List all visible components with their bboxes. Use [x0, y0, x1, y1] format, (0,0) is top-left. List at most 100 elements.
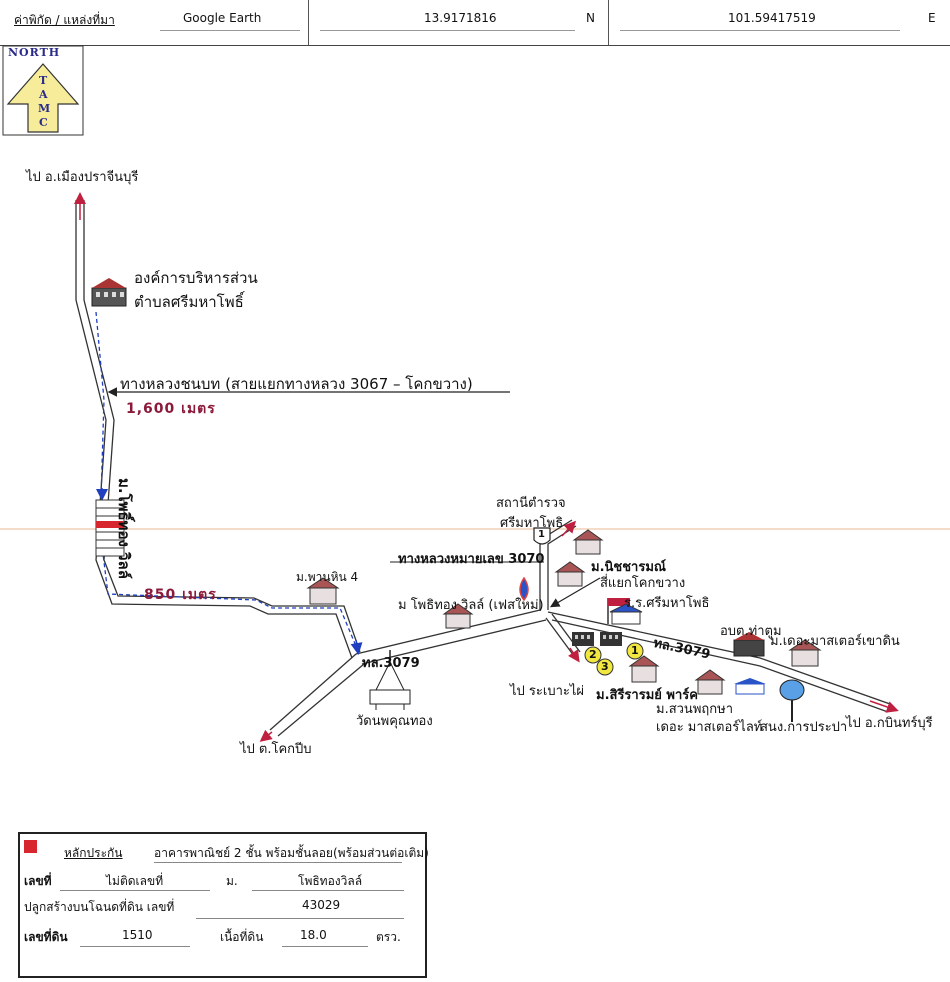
house-icon-photong: [442, 603, 474, 629]
label-photong-villa: ม โพธิทอง วิลล์ (เฟสใหม่): [398, 598, 544, 613]
legend-land-no-label: เลขที่ดิน: [24, 930, 68, 944]
collateral-marker: [96, 521, 124, 528]
label-dist-850: 850 เมตร: [144, 587, 217, 603]
arrow-to-khokpip: [259, 729, 273, 742]
legend-house-no-value: ไม่ติดเลขที่: [106, 874, 164, 888]
road-khokpip-b: [277, 663, 365, 737]
legend-collateral-desc: อาคารพาณิชย์ 2 ชั้น พร้อมชั้นลอย(พร้อมส่…: [154, 846, 429, 860]
header-cell-lon: 101.59417519 E: [608, 0, 949, 45]
obt-building-icon: [733, 632, 765, 657]
north-letter-a: A: [39, 88, 48, 101]
lon-dir: E: [928, 11, 936, 25]
route-arrow-end: [350, 639, 363, 655]
roads: [75, 200, 891, 737]
house-icon-suanphruksa: [694, 669, 726, 695]
north-arrow-shape: [6, 63, 80, 133]
label-village-vertical: ม.โพธิ์ทอง วิลล์: [115, 478, 133, 579]
circle-marker-3: [596, 658, 614, 676]
arrow-to-rabaophai: [568, 647, 580, 663]
house-icon-police-top: [572, 529, 604, 555]
north-letter-t: T: [39, 74, 48, 87]
legend-marker-swatch: [24, 840, 37, 853]
header-cell-lat: 13.9171816 N: [308, 0, 609, 45]
lat-value: 13.9171816: [424, 11, 497, 25]
garage-icon: [734, 678, 766, 695]
label-temple: วัดนพคุณทอง: [356, 714, 433, 729]
label-rural-road: ทางหลวงชนบท (สายแยกทางหลวง 3067 – โคกขวา…: [120, 375, 473, 393]
legend-land-no-value: 1510: [122, 928, 153, 942]
road-3079-upper: [355, 609, 541, 655]
legend-area-value: 18.0: [300, 928, 327, 942]
label-hw3070: ทางหลวงหมายเลข 3070: [398, 552, 545, 567]
shield-number: 1: [538, 529, 545, 540]
legend-desc-underline: [154, 862, 402, 863]
road-3079-lower: [361, 619, 547, 665]
north-label: NORTH: [8, 46, 61, 59]
legend-collateral-label: หลักประกัน: [64, 846, 123, 860]
lon-value: 101.59417519: [728, 11, 816, 25]
circle-marker-1: [626, 642, 644, 660]
label-sao-line2: ตำบลศรีมหาโพธิ์: [134, 293, 244, 311]
police-shield-icon: [533, 527, 551, 545]
north-letter-c: C: [39, 116, 48, 129]
label-to-kabinburi: ไป อ.กบินทร์บุรี: [846, 716, 933, 731]
legend-land-no-underline: [80, 946, 190, 947]
legend-area-underline: [282, 946, 368, 947]
label-pananhin: ม.พานหิน 4: [296, 570, 359, 584]
label-master-khaodin: ม.เดอะมาสเตอร์เขาดิน: [770, 634, 900, 649]
coord-label: ค่าพิกัด / แหล่งที่มา: [14, 13, 115, 27]
villa-block: [95, 499, 125, 557]
road-khokpip-a: [269, 653, 357, 731]
road-north-right: [83, 200, 361, 653]
sao-building-icon: [91, 278, 127, 307]
coord-source: Google Earth: [183, 11, 262, 25]
label-dist-1600: 1,600 เมตร: [126, 401, 216, 417]
house-icon-nitcharam: [554, 561, 586, 587]
legend-deed-label: ปลูกสร้างบนโฉนดที่ดิน เลขที่: [24, 900, 175, 914]
source-underline: [160, 30, 300, 31]
label-tl3079-left: ทล.3079: [362, 656, 420, 671]
legend-house-underline: [60, 890, 210, 891]
shophouse-icons: [572, 632, 622, 646]
label-to-khokpip: ไป ต.โคกปีบ: [240, 742, 312, 757]
label-to-rabaophai: ไป ระเบาะไผ่: [510, 684, 585, 699]
label-pwa: สนง.การประปา: [760, 720, 848, 735]
road-3079-east-a: [547, 611, 891, 705]
house-icon-master-khaodin: [788, 639, 822, 667]
lat-dir: N: [586, 11, 595, 25]
legend-moo-label: ม.: [226, 874, 238, 888]
label-school: ร.ร.ศรีมหาโพธิ: [624, 596, 710, 611]
water-tower-icon: [779, 679, 805, 722]
label-sao-line1: องค์การบริหารส่วน: [134, 269, 258, 287]
legend-box: หลักประกัน อาคารพาณิชย์ 2 ชั้น พร้อมชั้น…: [18, 832, 429, 978]
route-dashed: [95, 311, 357, 647]
legend-deed-value: 43029: [302, 898, 341, 912]
pointer-intersection: [549, 577, 601, 608]
temple-icon: [369, 650, 411, 710]
lat-underline: [320, 30, 575, 31]
circle-label-2: 2: [589, 648, 597, 661]
north-arrow: [2, 45, 84, 136]
arrow-to-police: [561, 520, 577, 537]
house-icon-pananhin: [306, 577, 340, 605]
lon-underline: [620, 30, 900, 31]
label-siriram: ม.สิรีรารมย์ พาร์ค: [596, 688, 698, 703]
label-to-prachinburi: ไป อ.เมืองปราจีนบุรี: [26, 170, 139, 185]
circle-marker-2: [584, 646, 602, 664]
legend-house-no-label: เลขที่: [24, 874, 52, 888]
legend-moo-value: โพธิทองวิลล์: [298, 874, 363, 888]
road-north-left: [75, 200, 353, 659]
label-obt-thatum: อบต.ท่าตูม: [720, 624, 782, 639]
legend-area-unit: ตรว.: [376, 930, 401, 944]
coordinate-header: ค่าพิกัด / แหล่งที่มา Google Earth 13.91…: [0, 0, 950, 46]
header-cell-source: ค่าพิกัด / แหล่งที่มา Google Earth: [0, 0, 309, 45]
north-letter-m: M: [38, 102, 51, 115]
circle-label-3: 3: [601, 660, 609, 673]
label-police-line2: ศรีมหาโพธิ: [500, 516, 564, 531]
legend-deed-underline: [196, 918, 404, 919]
label-nitcharam: ม.นิชชารมณ์: [591, 560, 666, 575]
circle-label-1: 1: [631, 644, 639, 657]
gas-station-icon: [519, 576, 529, 602]
arrow-to-kabinburi: [869, 700, 899, 713]
legend-moo-underline: [252, 890, 404, 891]
